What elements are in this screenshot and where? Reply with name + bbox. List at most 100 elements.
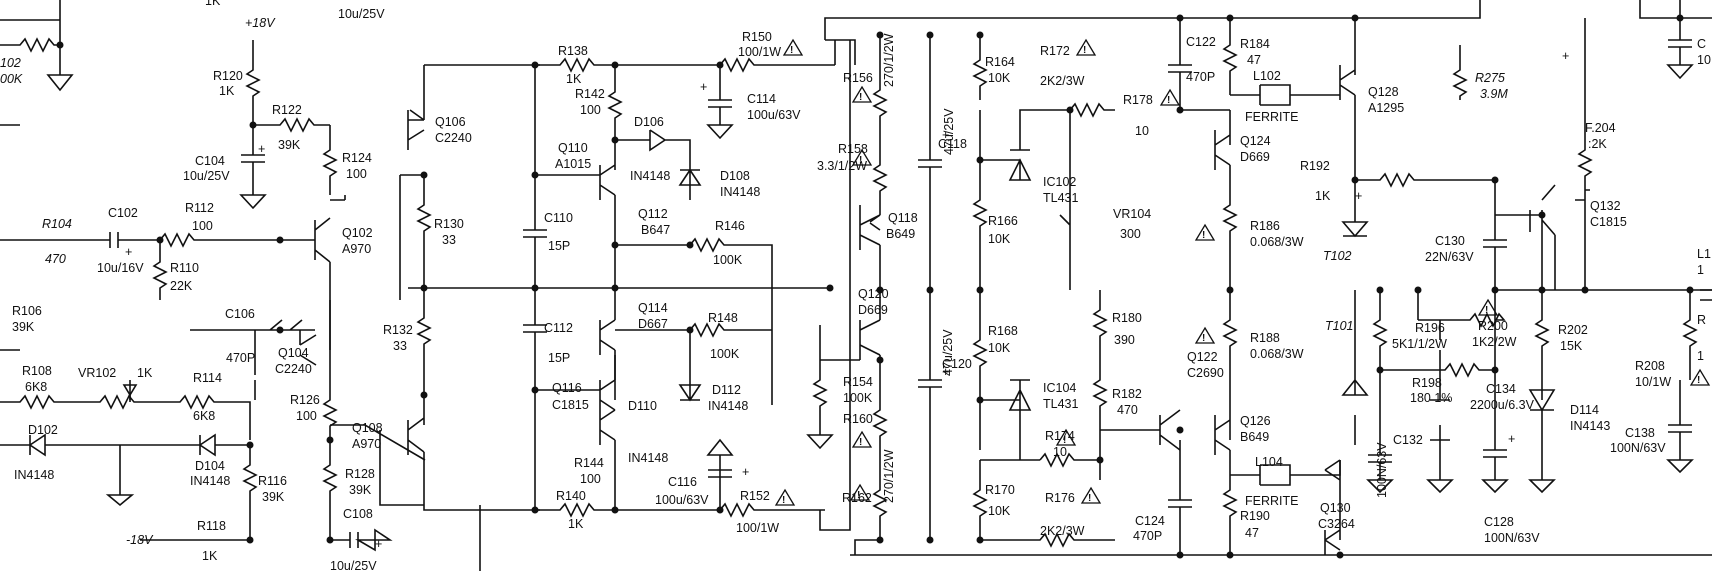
label-r168: R168 — [988, 324, 1018, 338]
label-d112: D112 — [712, 383, 741, 397]
label-c106: C106 — [225, 307, 255, 321]
label-r146v: 100K — [713, 253, 743, 267]
label-q118: Q118 — [888, 211, 918, 225]
label-q108v: A970 — [352, 437, 381, 451]
label-d102: D102 — [28, 423, 58, 437]
svg-text:!: ! — [782, 495, 785, 506]
label-r164v: 10K — [988, 71, 1011, 85]
svg-text:!: ! — [859, 155, 862, 166]
warning-icon — [1194, 223, 1216, 241]
label-r128: R128 — [345, 467, 375, 481]
label-q126: Q126 — [1240, 414, 1271, 428]
label-eC: C — [1697, 37, 1706, 51]
label-r196: R196 — [1415, 321, 1445, 335]
label-c110v: 15P — [548, 239, 570, 253]
label-vr102v: 1K — [137, 366, 153, 380]
label-plus3: + — [700, 80, 707, 94]
label-q116: Q116 — [552, 381, 582, 395]
label-ic102: IC102 — [1043, 175, 1076, 189]
label-r158: R158 — [838, 142, 868, 156]
label-r174v: 10 — [1053, 445, 1067, 459]
label-q116v: C1815 — [552, 398, 589, 412]
label-r204v: :2K — [1588, 137, 1607, 151]
label-c124: C124 — [1135, 514, 1165, 528]
svg-text:!: ! — [1485, 305, 1488, 316]
label-r190v: 47 — [1245, 526, 1259, 540]
label-q120: Q120 — [858, 287, 889, 301]
label-e1: 1 — [1697, 263, 1704, 277]
label-v18: +18V — [245, 16, 276, 30]
label-r168v: 10K — [988, 341, 1011, 355]
label-c112v: 15P — [548, 351, 570, 365]
label-d104v: IN4148 — [190, 474, 230, 488]
label-r180v: 390 — [1114, 333, 1135, 347]
label-plus2: + — [258, 142, 265, 156]
warning-icon — [1159, 88, 1181, 106]
label-vr104v: 300 — [1120, 227, 1141, 241]
label-r132v: 33 — [393, 339, 407, 353]
label-r172v: 2K2/3W — [1040, 74, 1085, 88]
label-r106v: 39K — [12, 320, 35, 334]
label-r118v: 1K — [202, 549, 218, 563]
svg-text:!: ! — [1083, 45, 1086, 56]
label-q104v: C2240 — [275, 362, 312, 376]
label-r156: R156 — [843, 71, 873, 85]
label-d104: D104 — [195, 459, 225, 473]
label-r202: R202 — [1558, 323, 1588, 337]
safety-warning-icons: ! ! ! ! ! ! ! ! ! ! ! ! ! ! — [774, 38, 1711, 506]
label-q132: Q132 — [1590, 199, 1621, 213]
label-c114: C114 — [747, 92, 776, 106]
warning-icon — [851, 85, 873, 103]
label-r122v: 39K — [278, 138, 301, 152]
label-c10u: 10u/25V — [338, 7, 385, 21]
warning-icon — [1080, 486, 1102, 504]
label-c122v: 470P — [1186, 70, 1215, 84]
label-c110: C110 — [544, 211, 573, 225]
label-r116v: 39K — [262, 490, 285, 504]
label-c132v: 100N/63V — [1375, 442, 1389, 498]
warning-icon — [1055, 428, 1077, 446]
label-r144v: 100 — [580, 472, 601, 486]
label-r112: R112 — [185, 201, 214, 215]
label-plus6: + — [942, 365, 949, 379]
label-d106v: IN4148 — [630, 169, 670, 183]
label-r192: R192 — [1300, 159, 1330, 173]
label-r154v: 100K — [843, 391, 873, 405]
label-ic104: IC104 — [1043, 381, 1076, 395]
label-r152v: 100/1W — [736, 521, 779, 535]
warning-icon — [851, 430, 873, 448]
label-r202v: 15K — [1560, 339, 1583, 353]
label-v18n: -18V — [126, 533, 154, 547]
label-r148: R148 — [708, 311, 738, 325]
label-r200v: 1K2/2W — [1472, 335, 1517, 349]
label-r110: R110 — [170, 261, 199, 275]
label-plus9: + — [1562, 49, 1569, 63]
label-top1k: 1K — [205, 0, 221, 8]
label-c114v: 100u/63V — [747, 108, 801, 122]
label-q118v: B649 — [886, 227, 915, 241]
label-r126v: 100 — [296, 409, 317, 423]
label-c132: C132 — [1393, 433, 1423, 447]
label-r160: R160 — [843, 412, 873, 426]
label-r188v: 0.068/3W — [1250, 347, 1304, 361]
label-r170: R170 — [985, 483, 1015, 497]
label-ic104v: TL431 — [1043, 397, 1078, 411]
svg-text:!: ! — [859, 92, 862, 103]
label-d110: D110 — [628, 399, 657, 413]
label-r176: R176 — [1045, 491, 1075, 505]
label-plus5: + — [942, 128, 949, 142]
label-r120v: 1K — [219, 84, 235, 98]
warning-icon — [1075, 38, 1097, 56]
label-r156v: 270/1/2W — [882, 33, 896, 87]
warning-icon — [1477, 298, 1499, 316]
label-q122v: C2690 — [1187, 366, 1224, 380]
label-c124v: 470P — [1133, 529, 1162, 543]
label-q110: Q110 — [558, 141, 588, 155]
label-vr102: VR102 — [78, 366, 116, 380]
label-r158v: 3.3/1/2W — [817, 159, 867, 173]
label-q130v: C3264 — [1318, 517, 1355, 531]
label-r142: R142 — [575, 87, 605, 101]
label-q130: Q130 — [1320, 501, 1351, 515]
svg-text:!: ! — [1088, 493, 1091, 504]
